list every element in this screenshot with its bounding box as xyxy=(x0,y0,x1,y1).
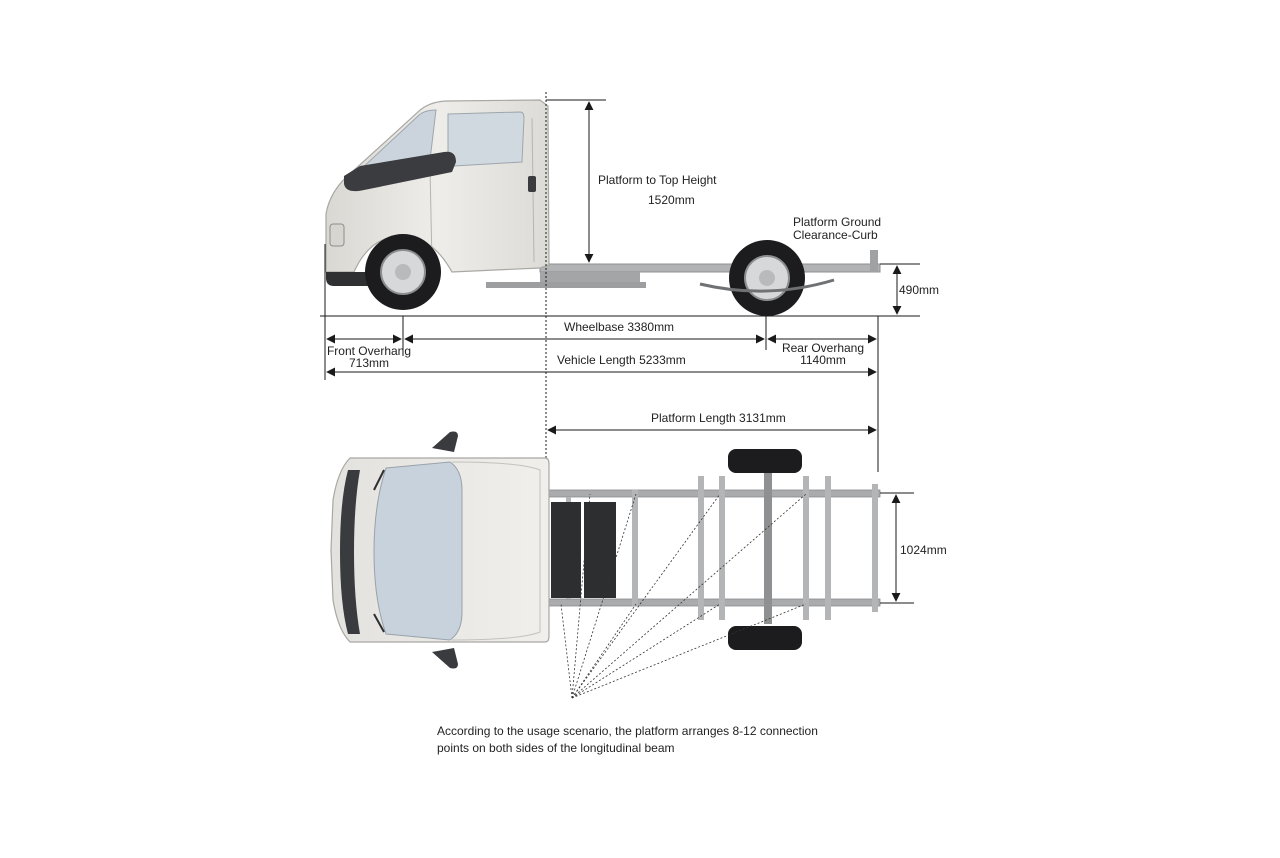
top-view-dimensions xyxy=(880,492,914,604)
front-overhang-label: Front Overhang xyxy=(326,344,412,358)
top-front-grille xyxy=(340,470,360,634)
top-mirror-left-icon xyxy=(432,431,458,452)
rear-overhang-label: Rear Overhang xyxy=(781,341,865,355)
caption-line-2: points on both sides of the longitudinal… xyxy=(437,741,675,755)
rear-overhang-value: 1140mm xyxy=(800,353,846,367)
top-rear-axle xyxy=(764,472,772,624)
platform-width-value: 1024mm xyxy=(900,543,947,557)
vehicle-length-label: Vehicle Length 5233mm xyxy=(557,353,686,367)
leader-line xyxy=(571,603,637,699)
ground-clearance-value: 490mm xyxy=(899,283,940,297)
platform-length-label: Platform Length 3131mm xyxy=(651,411,786,425)
side-view-dimensions xyxy=(320,92,920,472)
top-crossmember xyxy=(698,476,704,620)
top-crossmember xyxy=(825,476,831,620)
leader-line xyxy=(560,603,573,699)
top-rear-crossmember xyxy=(872,484,878,612)
top-view-vehicle xyxy=(330,431,881,669)
side-rear-bracket xyxy=(870,250,878,272)
wheelbase-label: Wheelbase 3380mm xyxy=(564,320,675,334)
top-windshield xyxy=(373,461,463,641)
platform-to-top-height-value: 1520mm xyxy=(648,193,695,207)
side-door-handle xyxy=(528,176,536,192)
top-crossmember xyxy=(803,476,809,620)
top-roof-outline xyxy=(451,461,541,641)
connection-point-leaders xyxy=(560,493,807,699)
side-headlight xyxy=(329,223,345,247)
top-rear-tire-right xyxy=(728,626,802,650)
ground-clearance-label-line1: Platform Ground xyxy=(793,215,882,229)
side-front-bumper xyxy=(326,272,370,286)
top-crossmember xyxy=(719,476,725,620)
top-mirror-right-icon xyxy=(432,648,458,669)
side-rear-hub-cap xyxy=(759,270,775,286)
platform-to-top-height-label: Platform to Top Height xyxy=(598,173,717,187)
top-wipers xyxy=(373,469,385,633)
side-window xyxy=(447,111,525,167)
connection-points-caption: According to the usage scenario, the pla… xyxy=(437,723,857,757)
top-battery-pack xyxy=(584,502,616,598)
side-frame-rail xyxy=(539,263,881,273)
top-battery-pack xyxy=(551,502,581,598)
caption-line-1: According to the usage scenario, the pla… xyxy=(437,724,818,738)
side-leaf-spring xyxy=(699,278,835,293)
ground-clearance-label-line2: Clearance-Curb xyxy=(793,228,878,242)
top-crossmember xyxy=(632,490,638,606)
leader-line xyxy=(571,603,721,699)
side-front-hub-cap xyxy=(395,264,411,280)
side-mirror-icon xyxy=(344,151,456,192)
front-overhang-value: 713mm xyxy=(348,356,389,370)
side-underbody xyxy=(486,282,646,288)
side-view-vehicle xyxy=(325,99,881,316)
top-rear-tire-left xyxy=(728,449,802,473)
